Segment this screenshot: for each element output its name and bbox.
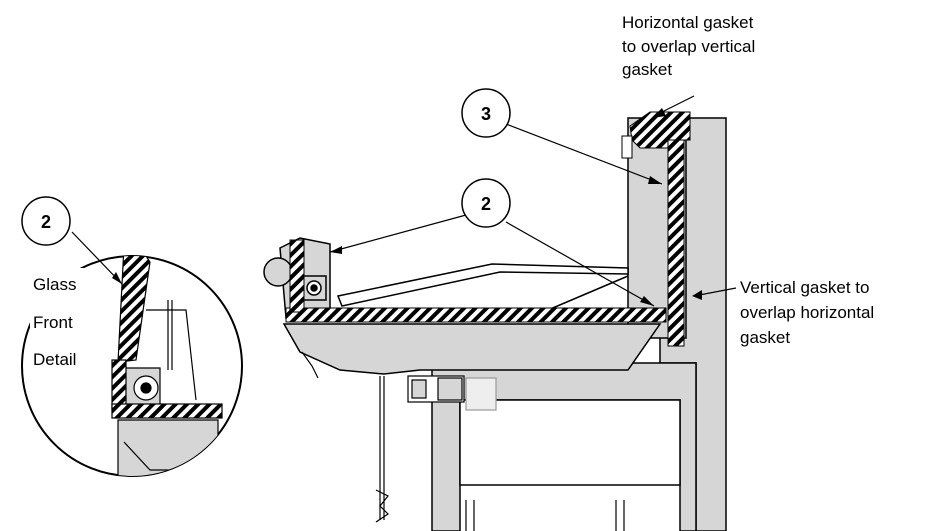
case-body [282, 117, 727, 531]
vertical-gasket-label-line2: overlap horizontal [740, 303, 874, 322]
glass-front-label-line3: Detail [33, 350, 76, 369]
display-shelf [336, 263, 629, 311]
horizontal-gasket-label-line1: Horizontal gasket [622, 13, 754, 32]
callout-3-number: 3 [481, 104, 491, 124]
vertical-gasket-main [621, 111, 691, 347]
glass-front-detail-label: Glass Front Detail [30, 268, 90, 380]
undercase-hardware [301, 351, 625, 531]
horizontal-gasket-label: Horizontal gasket to overlap vertical ga… [622, 13, 755, 79]
callout-2-detail-number: 2 [41, 212, 51, 232]
front-vertical-gasket [289, 239, 305, 313]
vertical-gasket-label-line3: gasket [740, 328, 790, 347]
glass-front-label-line2: Front [33, 313, 73, 332]
horizontal-gasket-label-line3: gasket [622, 60, 672, 79]
leader-arrowheads [112, 108, 702, 306]
vertical-gasket-label: Vertical gasket to overlap horizontal ga… [740, 278, 874, 347]
callout-2-main: 2 [461, 178, 511, 228]
horizontal-gasket-label-line2: to overlap vertical [622, 37, 755, 56]
callout-2-detail: 2 [21, 196, 71, 246]
callout-3: 3 [461, 88, 511, 138]
horizontal-gasket-main [285, 307, 667, 323]
vertical-gasket-label-line1: Vertical gasket to [740, 278, 869, 297]
glass-front-label-line1: Glass [33, 275, 76, 294]
callout-2-main-number: 2 [481, 194, 491, 214]
